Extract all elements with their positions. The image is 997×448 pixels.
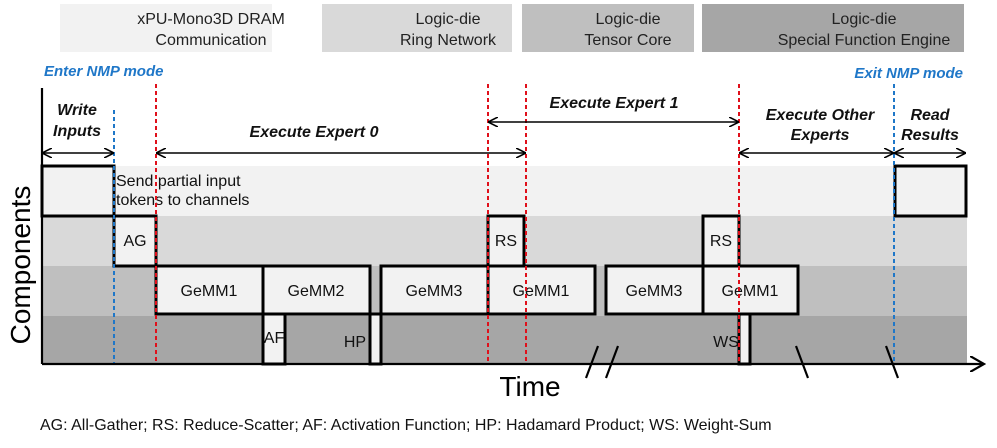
ag-box	[112, 214, 158, 268]
legend-ring-line1: Logic-die	[416, 11, 481, 28]
execute-expert1-label: Execute Expert 1	[550, 95, 679, 112]
legend-swatch-sfe	[702, 4, 964, 52]
axes	[40, 88, 984, 364]
write-inputs-box	[40, 164, 116, 218]
axis-break-marks	[584, 345, 900, 379]
gemm1-box-a	[154, 264, 265, 316]
read-results-label-2: Results	[901, 127, 959, 144]
gemm1-label-a: GeMM1	[181, 283, 238, 300]
legend-ring-line2: Ring Network	[400, 32, 497, 49]
ws-label: WS	[713, 334, 739, 351]
enter-nmp-label: Enter NMP mode	[44, 63, 163, 80]
x-axis-label: Time	[499, 371, 560, 402]
legend-sfe-line2: Special Function Engine	[778, 32, 951, 49]
gemm2-box	[261, 264, 372, 316]
legend-sfe-line1: Logic-die	[832, 11, 897, 28]
gemm3-box-a	[379, 264, 490, 316]
break-mark-4	[884, 345, 900, 379]
read-results-label-1: Read	[910, 107, 950, 124]
break-mark-2	[604, 345, 620, 379]
hp-label: HP	[344, 334, 366, 351]
gemm1-box-c	[701, 264, 800, 316]
row-sfe	[42, 316, 967, 364]
legend-dram-line1: xPU-Mono3D DRAM	[137, 11, 285, 28]
execute-expert0-label: Execute Expert 0	[250, 124, 379, 141]
hp-box	[368, 312, 383, 366]
af-label: AF	[264, 330, 285, 347]
break-mark-3	[794, 345, 810, 379]
legend: xPU-Mono3D DRAM Communication Logic-die …	[60, 4, 964, 52]
legend-tensor-line2: Tensor Core	[584, 32, 671, 49]
execute-other-label-1: Execute Other	[766, 107, 875, 124]
break-mark-1	[584, 345, 600, 379]
read-results-box	[893, 164, 968, 218]
legend-tensor-line1: Logic-die	[596, 11, 661, 28]
ag-label: AG	[123, 233, 146, 250]
y-axis-label: Components	[5, 186, 36, 345]
gemm3-label-b: GeMM3	[626, 283, 683, 300]
write-inputs-label-1: Write	[57, 102, 97, 119]
gemm3-label-a: GeMM3	[406, 283, 463, 300]
rs-label-1: RS	[495, 233, 517, 250]
legend-swatch-tensor	[522, 4, 694, 52]
gemm1-label-b: GeMM1	[513, 283, 570, 300]
rs-label-2: RS	[710, 233, 732, 250]
legend-dram-line2: Communication	[155, 32, 266, 49]
ws-box	[737, 312, 752, 366]
footnote: AG: All-Gather; RS: Reduce-Scatter; AF: …	[40, 417, 772, 434]
exit-nmp-label: Exit NMP mode	[854, 65, 963, 82]
execute-other-label-2: Experts	[791, 127, 850, 144]
phase-lines	[113, 84, 895, 364]
legend-swatch-dram	[60, 4, 272, 52]
send-note-line1: Send partial input	[116, 173, 241, 190]
gemm2-label: GeMM2	[288, 283, 345, 300]
gemm3-box-b	[604, 264, 705, 316]
row-dram	[42, 166, 967, 216]
write-inputs-label-2: Inputs	[53, 123, 101, 140]
phase-arrows	[43, 122, 965, 153]
send-note-line2: tokens to channels	[116, 192, 249, 209]
gemm1-label-c: GeMM1	[722, 283, 779, 300]
legend-swatch-ring	[322, 4, 512, 52]
